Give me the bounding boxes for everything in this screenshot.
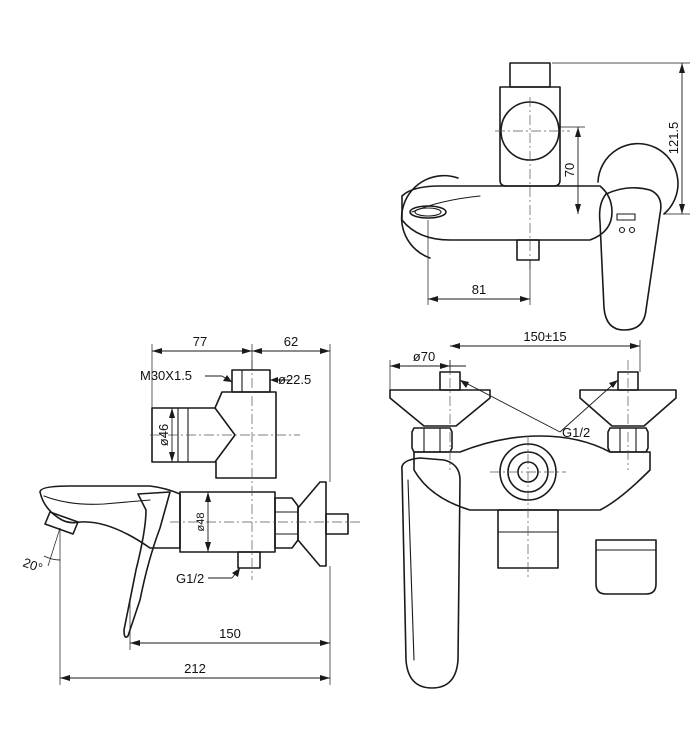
dim-212-label: 212 <box>184 661 206 676</box>
top-view-spout-line <box>411 195 481 213</box>
arrow-icon <box>169 452 175 462</box>
leader-line <box>459 379 561 433</box>
arrow-icon <box>630 343 640 349</box>
side-view-nut <box>274 497 299 549</box>
front-view: ø70 150±15 G1/2 <box>389 329 677 689</box>
lever-line <box>407 479 415 661</box>
dim-150-label: 150 <box>219 626 241 641</box>
dim-121-5-label: 121.5 <box>666 122 681 155</box>
front-view-right-inlet <box>617 371 639 391</box>
arrow-icon <box>242 348 252 354</box>
arrow-icon <box>460 380 469 388</box>
dia-22-5-label: ø22.5 <box>278 372 311 387</box>
side-view-top-cap <box>231 369 271 393</box>
angle-arc <box>43 555 61 561</box>
arrow-icon <box>320 640 330 646</box>
arrow-icon <box>270 377 278 383</box>
arrow-icon <box>679 204 685 214</box>
dim-70-label: 70 <box>562 163 577 177</box>
arrow-icon <box>252 348 262 354</box>
top-view-logo-icon <box>616 213 636 221</box>
front-view-right-escutcheon <box>579 389 677 427</box>
arrow-icon <box>575 204 581 214</box>
ext-line <box>47 527 61 567</box>
top-view-hot-dot-icon <box>618 226 626 234</box>
front-view-body <box>413 435 651 511</box>
arrow-icon <box>520 296 530 302</box>
front-dia-70-label: ø70 <box>413 349 435 364</box>
arrow-icon <box>390 363 400 369</box>
top-view-cap <box>509 62 551 88</box>
arrow-icon <box>232 568 240 577</box>
front-span-label: 150±15 <box>523 329 566 344</box>
side-view-inlet-stub <box>325 513 349 535</box>
side-view-escutcheon <box>297 481 327 567</box>
side-view-spout <box>39 485 181 549</box>
arrow-icon <box>428 296 438 302</box>
arrow-icon <box>450 343 460 349</box>
side-view-bottom-connector <box>237 551 261 569</box>
dia-46-label: ø46 <box>156 424 171 446</box>
arrow-icon <box>440 363 450 369</box>
dim-81-label: 81 <box>472 282 486 297</box>
arrow-icon <box>575 127 581 137</box>
top-view: 121.5 70 81 <box>400 62 690 331</box>
side-view-lever <box>123 491 171 638</box>
leader-line <box>559 379 619 433</box>
dim-77-label: 77 <box>193 334 207 349</box>
top-view-right-escutcheon <box>597 142 679 215</box>
dim-62-label: 62 <box>284 334 298 349</box>
front-view-left-nut <box>411 427 453 453</box>
arrow-icon <box>169 408 175 418</box>
top-view-left-escutcheon <box>400 174 459 259</box>
side-view-aerator <box>44 511 79 535</box>
arrow-icon <box>320 675 330 681</box>
front-view-left-escutcheon <box>389 389 491 427</box>
side-g12-label: G1/2 <box>176 571 204 586</box>
arrow-icon <box>60 675 70 681</box>
arrow-icon <box>320 348 330 354</box>
top-view-aerator-inner <box>414 207 442 217</box>
arrow-icon <box>609 380 618 388</box>
side-view-back-plate <box>151 407 236 463</box>
front-g12-label: G1/2 <box>562 425 590 440</box>
top-view-cold-dot-icon <box>628 226 636 234</box>
angle-20-label: 20° <box>21 555 45 576</box>
arrow-icon <box>130 640 140 646</box>
arrow-icon <box>205 542 211 552</box>
top-view-connector <box>516 239 540 261</box>
dia-48-label: ø48 <box>195 513 207 532</box>
front-view-lever <box>401 457 461 689</box>
arrow-icon <box>223 375 232 382</box>
arrow-icon <box>205 492 211 502</box>
spout-line <box>43 495 151 505</box>
arrow-icon <box>152 348 162 354</box>
arrow-icon <box>679 63 685 73</box>
side-view: 77 62 M30X1.5 ø22.5 ø46 ø48 20° G1/2 <box>21 334 360 685</box>
top-view-lever <box>598 186 662 331</box>
thread-m30-label: M30X1.5 <box>140 368 192 383</box>
front-view-cartridge <box>595 539 657 595</box>
top-view-body <box>401 185 613 241</box>
